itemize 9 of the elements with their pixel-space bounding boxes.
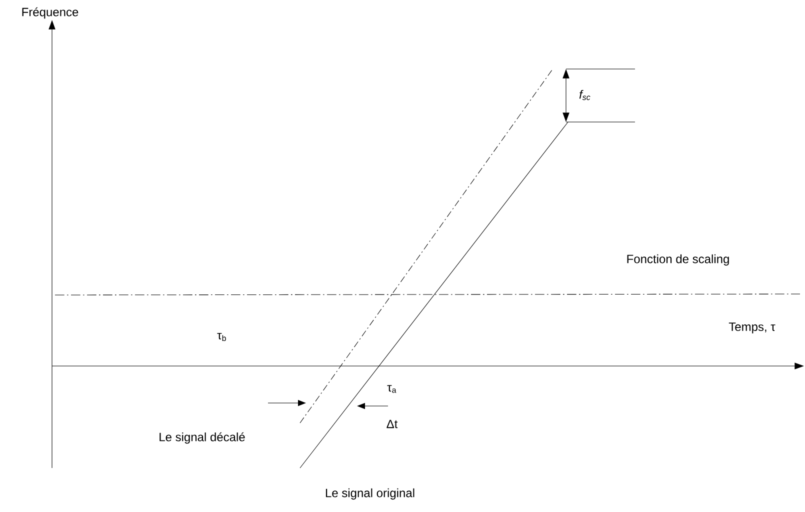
line-label: Le signal original [326,488,414,500]
axis-label: Fréquence [22,7,78,19]
line-label: Le signal décalé [160,432,245,444]
line-label: Fonction de scaling [627,254,729,266]
time-label: τ$_{b}$ [217,332,226,342]
delay-label: Δt [386,420,398,428]
variable-label: f$_{sc}$ [579,90,590,100]
time-label: τ$_{a}$ [387,385,396,393]
axis-label: Temps, τ [728,322,776,334]
